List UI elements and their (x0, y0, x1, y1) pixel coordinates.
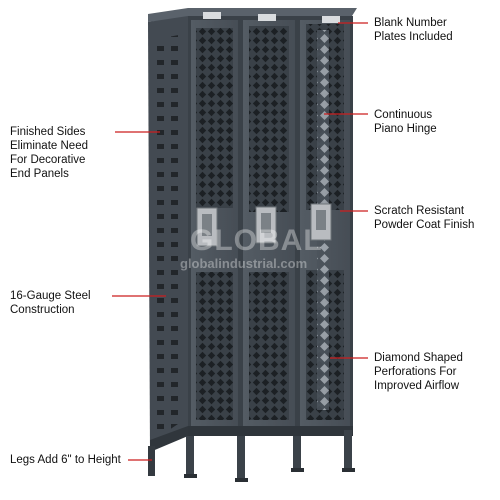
callout-finished-sides: Finished Sides Eliminate Need For Decora… (10, 126, 88, 180)
watermark-logo: GLOBAL (190, 224, 323, 257)
door-3-handle-recess (316, 210, 326, 230)
watermark-url: globalindustrial.com (180, 256, 308, 271)
door-1-upper-perforations (196, 28, 233, 208)
door-2-upper-perforations (249, 26, 289, 212)
foot-front-mid-2 (291, 468, 304, 472)
callout-powder-coat: Scratch Resistant Powder Coat Finish (374, 205, 475, 231)
number-plate-3 (322, 16, 340, 23)
door-2-lower-perforations (249, 272, 289, 420)
foot-front-mid-1 (235, 478, 248, 482)
left-base-skirt (150, 426, 188, 452)
foot-front-right (342, 468, 355, 472)
leg-front-right (344, 430, 352, 470)
foot-front-left (184, 474, 197, 478)
door-1-handle-recess (202, 214, 212, 236)
leg-front-left (186, 436, 194, 476)
leg-front-mid-1 (237, 436, 245, 480)
callout-steel-construction: 16-Gauge Steel Construction (10, 290, 91, 316)
callout-number-plates: Blank Number Plates Included (374, 17, 453, 43)
door-1-lower-perforations (196, 272, 233, 420)
door-2-handle-recess (261, 213, 271, 233)
number-plate-2 (258, 14, 276, 21)
leader-lines (112, 22, 368, 461)
leg-front-mid-2 (293, 436, 301, 470)
callout-piano-hinge: Continuous Piano Hinge (374, 109, 437, 135)
locker-base (188, 426, 353, 436)
callout-perforations: Diamond Shaped Perforations For Improved… (374, 352, 463, 392)
locker-top-cap (148, 8, 357, 22)
side-ventilation-slots (152, 34, 184, 440)
number-plate-1 (203, 12, 221, 19)
leg-back-left (148, 446, 155, 476)
callout-legs: Legs Add 6" to Height (10, 454, 121, 466)
